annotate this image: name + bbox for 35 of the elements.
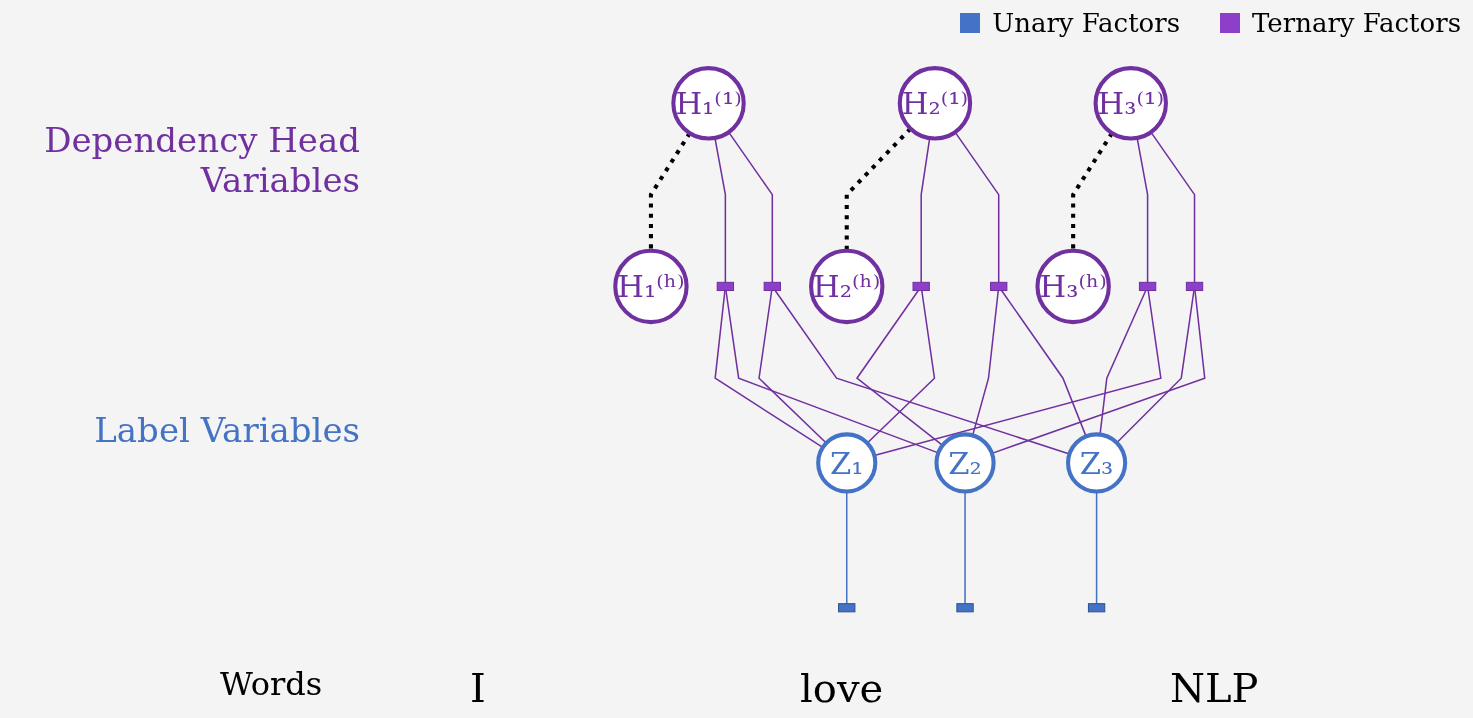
connector — [1116, 289, 1195, 444]
word-label: NLP — [1170, 665, 1259, 711]
legend-label: Unary Factors — [992, 8, 1180, 38]
row-label: Words — [220, 665, 323, 703]
connector — [648, 132, 692, 251]
factor-square — [763, 281, 781, 291]
factor-square — [1087, 603, 1106, 613]
factor-square — [1138, 281, 1157, 291]
connector — [866, 289, 936, 444]
connector — [1150, 131, 1196, 284]
variable-circle: Z₂ — [934, 432, 996, 494]
factor-square — [716, 281, 735, 291]
connector — [844, 127, 912, 251]
factor-square — [990, 281, 1008, 291]
connector — [714, 289, 824, 449]
factor-square — [838, 603, 856, 613]
row-label: Dependency Head Variables — [43, 120, 360, 200]
connector — [758, 289, 827, 444]
variable-circle: H₂⁽ʰ⁾ — [809, 248, 885, 325]
connector — [954, 131, 1000, 284]
legend-label: Ternary Factors — [1252, 8, 1461, 38]
row-label: Label Variables — [94, 410, 360, 450]
variable-circle: Z₁ — [816, 432, 878, 494]
word-label: I — [470, 665, 486, 711]
variable-circle: H₃⁽ʰ⁾ — [1035, 248, 1111, 325]
factor-square — [912, 281, 930, 291]
variable-circle: Z₃ — [1066, 432, 1128, 494]
variable-circle: H₃⁽¹⁾ — [1093, 66, 1168, 141]
variable-circle: H₁⁽¹⁾ — [671, 66, 746, 141]
variable-circle: H₂⁽¹⁾ — [897, 66, 973, 141]
factor-square — [956, 603, 974, 613]
connector — [727, 131, 774, 284]
variable-circle: H₁⁽ʰ⁾ — [613, 248, 689, 325]
word-label: love — [800, 665, 884, 711]
factor-square — [1185, 281, 1204, 291]
